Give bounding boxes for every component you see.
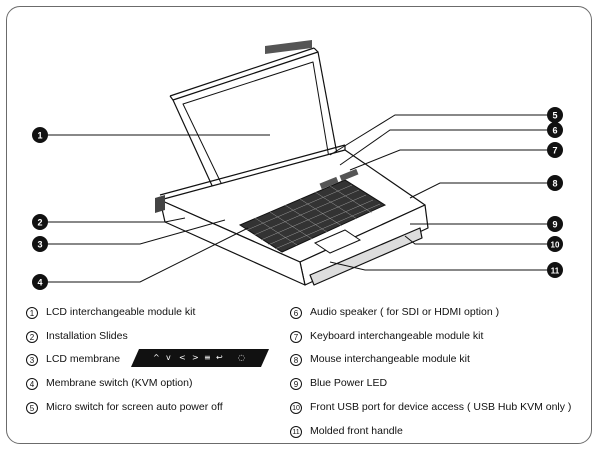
callout-label-8: 8 bbox=[552, 179, 557, 189]
legend-number: 2 bbox=[26, 330, 38, 343]
legend-text: Micro switch for screen auto power off bbox=[46, 401, 223, 413]
legend-text: Mouse interchangeable module kit bbox=[310, 353, 470, 365]
callout-label-3: 3 bbox=[37, 240, 42, 250]
callout-6 bbox=[547, 122, 563, 138]
membrane-right-icon: > bbox=[192, 353, 199, 362]
callout-9 bbox=[547, 216, 563, 232]
legend-text: Keyboard interchangeable module kit bbox=[310, 330, 484, 342]
legend-item-3: 3 LCD membrane bbox=[26, 353, 120, 366]
legend-number: 8 bbox=[290, 353, 302, 366]
callout-4 bbox=[32, 274, 48, 290]
membrane-up-icon: ^ bbox=[153, 353, 160, 362]
callout-8 bbox=[547, 175, 563, 191]
legend-item-11: 11 Molded front handle bbox=[290, 425, 403, 438]
legend-number: 9 bbox=[290, 377, 302, 390]
legend-item-5: 5 Micro switch for screen auto power off bbox=[26, 401, 223, 414]
callout-5 bbox=[547, 107, 563, 123]
membrane-left-icon: < bbox=[179, 353, 186, 362]
callout-label-7: 7 bbox=[552, 146, 557, 156]
legend-text: Blue Power LED bbox=[310, 377, 388, 389]
legend-number: 4 bbox=[26, 377, 38, 390]
callout-label-4: 4 bbox=[37, 278, 42, 288]
callout-7 bbox=[547, 142, 563, 158]
callout-label-2: 2 bbox=[37, 218, 42, 228]
callout-label-1: 1 bbox=[37, 131, 42, 141]
legend-text: Membrane switch (KVM option) bbox=[46, 377, 193, 389]
legend-item-9: 9 Blue Power LED bbox=[290, 377, 387, 390]
legend-number: 7 bbox=[290, 330, 302, 343]
callout-2 bbox=[32, 214, 48, 230]
legend-text: LCD interchangeable module kit bbox=[46, 306, 196, 318]
outer-frame bbox=[6, 6, 592, 444]
legend-number: 6 bbox=[290, 306, 302, 319]
legend-text: Molded front handle bbox=[310, 425, 403, 437]
legend-text: Front USB port for device access ( USB H… bbox=[310, 401, 572, 413]
legend-number: 10 bbox=[290, 401, 302, 414]
membrane-power-icon: ◌ bbox=[238, 353, 245, 362]
callout-labels: 1 2 3 4 5 6 7 8 9 10 11 bbox=[37, 111, 560, 288]
legend-item-7: 7 Keyboard interchangeable module kit bbox=[290, 330, 483, 343]
callout-markers bbox=[32, 107, 563, 290]
legend-item-8: 8 Mouse interchangeable module kit bbox=[290, 353, 470, 366]
membrane-menu-icon: ≡ bbox=[204, 353, 211, 362]
callout-10 bbox=[547, 236, 563, 252]
legend-item-6: 6 Audio speaker ( for SDI or HDMI option … bbox=[290, 306, 499, 319]
legend-text: Audio speaker ( for SDI or HDMI option ) bbox=[310, 306, 500, 318]
lcd-membrane-graphic bbox=[131, 349, 269, 367]
legend-text: LCD membrane bbox=[46, 353, 121, 365]
callout-3 bbox=[32, 236, 48, 252]
keyboard bbox=[238, 168, 387, 254]
legend-number: 3 bbox=[26, 353, 38, 366]
legend-item-2: 2 Installation Slides bbox=[26, 330, 128, 343]
callout-11 bbox=[547, 262, 563, 278]
callout-label-11: 11 bbox=[551, 267, 560, 276]
membrane-down-icon: v bbox=[166, 353, 171, 362]
legend-number: 1 bbox=[26, 306, 38, 319]
legend-item-1: 1 LCD interchangeable module kit bbox=[26, 306, 195, 319]
callout-label-10: 10 bbox=[551, 241, 560, 250]
callout-1 bbox=[32, 127, 48, 143]
legend-item-4: 4 Membrane switch (KVM option) bbox=[26, 377, 192, 390]
callout-label-9: 9 bbox=[552, 220, 557, 230]
legend-number: 5 bbox=[26, 401, 38, 414]
legend-item-10: 10 Front USB port for device access ( USB… bbox=[290, 401, 571, 414]
callout-lines bbox=[48, 114, 547, 283]
kvm-drawer-diagram: 1 2 3 4 5 6 7 8 9 10 11 bbox=[32, 40, 563, 290]
legend-number: 11 bbox=[290, 425, 302, 438]
callout-label-5: 5 bbox=[552, 111, 557, 121]
legend-text: Installation Slides bbox=[46, 330, 128, 342]
callout-label-6: 6 bbox=[552, 126, 557, 136]
membrane-return-icon: ↩ bbox=[216, 353, 223, 362]
